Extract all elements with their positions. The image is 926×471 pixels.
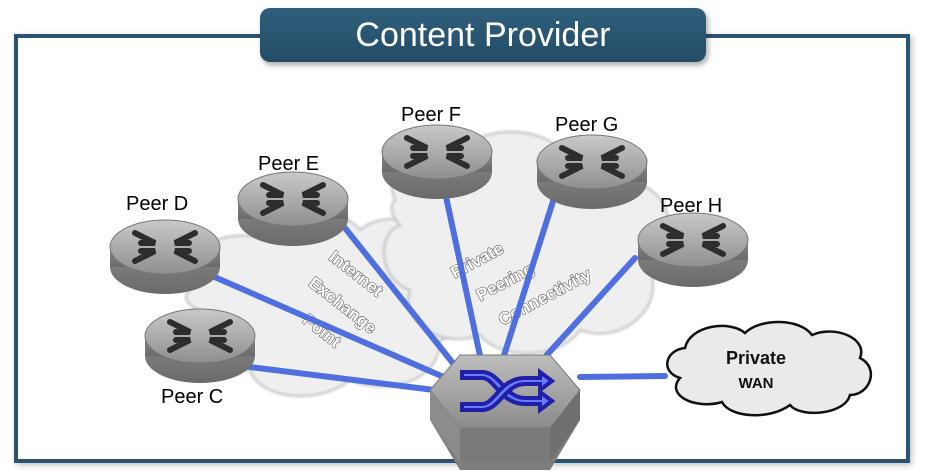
peer-f-label: Peer F <box>401 104 461 126</box>
peer-e-label: Peer E <box>258 153 319 175</box>
private-wan-cloud: Private WAN <box>666 320 872 417</box>
central-switch <box>429 354 581 470</box>
peer-h-label: Peer H <box>660 195 722 217</box>
link-peer-h <box>532 255 638 371</box>
page-title: Content Provider <box>355 15 611 54</box>
wan-label-line2: WAN <box>739 375 774 392</box>
peer-d-label: Peer D <box>126 193 188 215</box>
peer-f-router <box>382 125 492 199</box>
switch-arrows-icon <box>460 368 556 414</box>
link-peer-d <box>207 272 458 385</box>
link-private-wan <box>577 373 668 380</box>
peer-c-label: Peer C <box>161 386 223 408</box>
peer-h-router <box>638 213 748 287</box>
peer-c-router <box>145 309 255 383</box>
peer-d-router <box>110 220 220 294</box>
wan-label-line1: Private <box>726 348 786 368</box>
peer-g-label: Peer G <box>555 114 618 136</box>
link-peer-e <box>342 225 463 375</box>
link-peer-f <box>442 189 485 368</box>
link-peer-g <box>497 192 558 371</box>
peer-e-router <box>238 172 348 246</box>
title-tab: Content Provider <box>260 8 706 62</box>
peer-g-router <box>537 135 647 209</box>
